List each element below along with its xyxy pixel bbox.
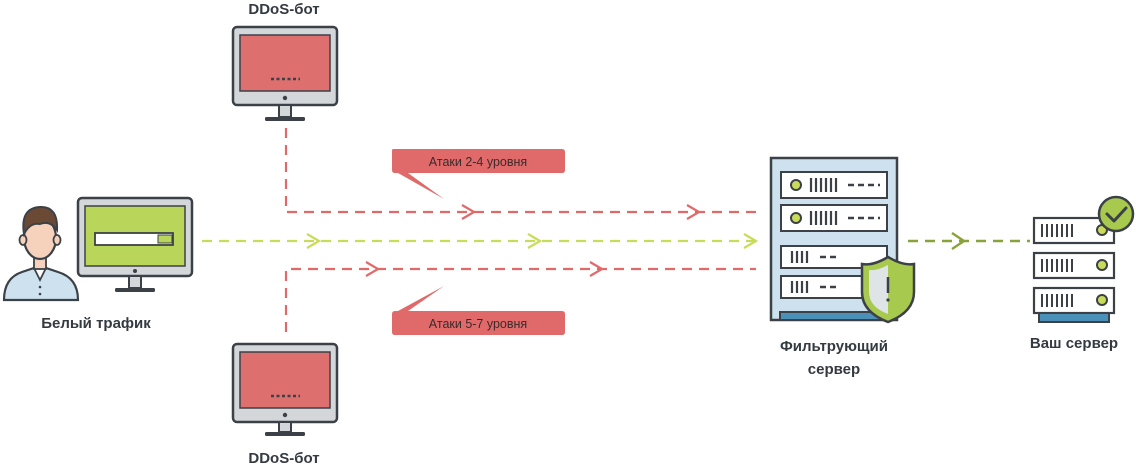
user-avatar-icon (2, 205, 80, 302)
bubble-bottom-text: Атаки 5-7 уровня (429, 317, 527, 331)
attack-flow-top (284, 128, 756, 214)
arrow-icon (589, 261, 605, 277)
arrow-icon (686, 204, 702, 220)
arrow-icon (951, 232, 967, 250)
bubble-attacks-5-7: Атаки 5-7 уровня (392, 286, 565, 335)
shield-icon (860, 255, 916, 324)
filter-server-label-line1: Фильтрующий (780, 338, 888, 355)
ddos-bot-top-label: DDoS-бот (248, 1, 319, 18)
your-server-label: Ваш сервер (1030, 335, 1118, 352)
white-traffic-monitor-icon (76, 196, 194, 292)
ddos-bot-bottom-label: DDoS-бот (248, 450, 319, 465)
white-traffic-label: Белый трафик (41, 315, 151, 332)
filter-server-label-line2: сервер (808, 361, 860, 378)
arrow-icon (527, 233, 543, 249)
bubble-attacks-2-4: Атаки 2-4 уровня (392, 149, 565, 199)
arrow-icon (306, 233, 322, 249)
bubble-top-text: Атаки 2-4 уровня (429, 155, 527, 169)
checkmark-icon (1097, 195, 1135, 233)
your-server-icon (1032, 216, 1116, 323)
ddos-bot-top-monitor-icon (231, 25, 339, 121)
arrow-icon (365, 261, 381, 277)
ddos-bot-bottom-monitor-icon (231, 342, 339, 436)
arrow-icon (461, 204, 477, 220)
arrow-icon (743, 233, 759, 249)
attack-flow-bottom (284, 267, 756, 332)
